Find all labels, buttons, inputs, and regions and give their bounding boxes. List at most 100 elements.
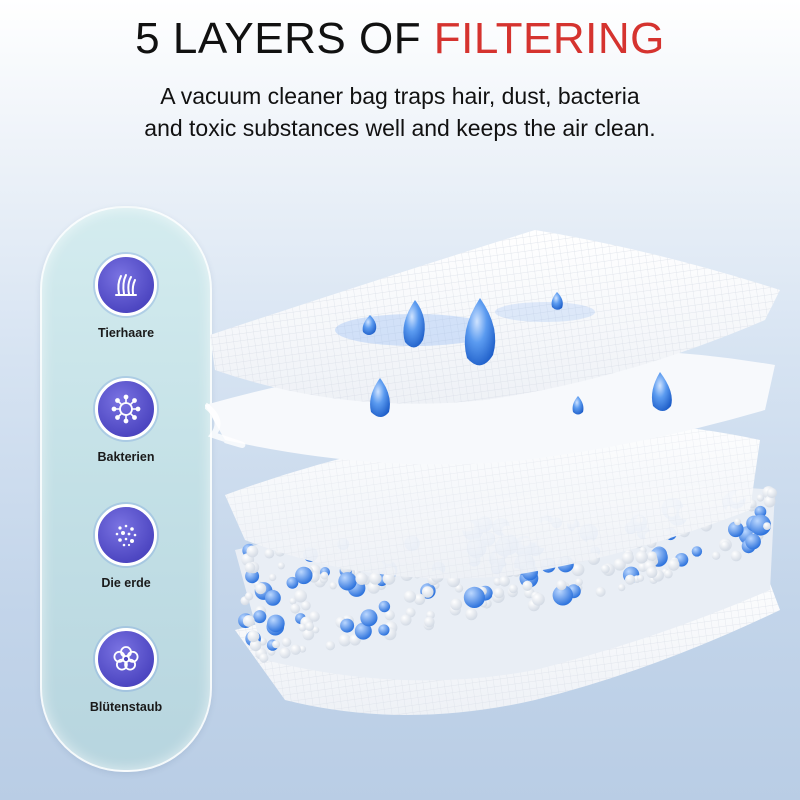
white-bead	[247, 630, 260, 643]
blue-bead	[360, 609, 378, 627]
blue-bead	[754, 505, 767, 518]
feature-dirt: Die erde	[42, 504, 210, 590]
blue-bead	[253, 610, 267, 624]
white-bead	[667, 559, 680, 571]
white-bead	[465, 608, 478, 621]
dirt-icon	[95, 504, 157, 566]
white-bead	[646, 551, 657, 562]
white-bead	[532, 593, 545, 606]
white-bead	[384, 610, 395, 621]
white-bead	[272, 640, 281, 649]
white-bead	[621, 551, 634, 564]
blue-bead	[340, 618, 355, 633]
blue-bead	[745, 533, 761, 550]
feature-label: Blütenstaub	[89, 700, 163, 714]
blue-bead	[463, 586, 485, 608]
white-bead	[302, 628, 315, 641]
white-bead	[309, 611, 320, 622]
white-bead	[259, 653, 269, 663]
white-bead	[355, 572, 368, 585]
white-bead	[312, 626, 320, 634]
white-bead	[646, 566, 658, 578]
blue-bead	[286, 576, 299, 589]
white-bead	[766, 487, 778, 499]
white-bead	[299, 645, 307, 653]
subtitle-line-2: and toxic substances well and keeps the …	[144, 115, 656, 141]
blue-bead	[691, 546, 703, 557]
white-bead	[734, 518, 742, 526]
white-bead	[571, 563, 585, 577]
white-bead	[730, 550, 742, 562]
white-bead	[320, 571, 329, 580]
feature-label: Bakterien	[97, 450, 155, 464]
white-bead	[281, 637, 292, 647]
feature-pollen: Blütenstaub	[42, 628, 210, 714]
white-bead	[756, 494, 765, 502]
white-bead	[367, 581, 380, 594]
white-bead	[720, 541, 730, 551]
hair-icon	[95, 254, 157, 316]
title-main: 5 LAYERS OF	[135, 14, 434, 63]
white-bead	[450, 598, 463, 611]
white-bead	[305, 621, 314, 631]
white-bead	[595, 586, 606, 597]
blue-bead	[378, 600, 391, 613]
blue-bead	[750, 514, 771, 536]
white-bead	[618, 584, 626, 592]
white-bead	[242, 615, 255, 627]
white-bead	[421, 586, 434, 598]
blue-bead	[267, 614, 285, 633]
white-bead	[575, 578, 583, 586]
features-panel: Tierhaare Bakterien	[40, 206, 212, 772]
feature-label: Die erde	[101, 576, 151, 590]
white-bead	[277, 562, 285, 570]
white-bead	[294, 589, 307, 603]
white-bead	[403, 590, 416, 603]
white-bead	[763, 495, 776, 508]
white-bead	[290, 603, 301, 614]
white-bead	[249, 639, 262, 652]
subtitle: A vacuum cleaner bag traps hair, dust, b…	[0, 80, 800, 144]
filter-layer-3	[225, 422, 760, 579]
filter-layers-illustration	[205, 230, 780, 715]
blue-bead	[378, 624, 390, 636]
white-bead	[325, 641, 335, 651]
white-bead	[279, 647, 291, 659]
page-title: 5 LAYERS OF FILTERING	[0, 14, 800, 64]
blue-bead	[354, 622, 372, 640]
bacteria-icon	[95, 378, 157, 440]
feature-hair: Tierhaare	[42, 254, 210, 340]
white-bead	[636, 574, 645, 582]
white-bead	[625, 574, 636, 585]
white-bead	[289, 597, 297, 605]
white-bead	[264, 548, 275, 559]
white-bead	[290, 644, 301, 655]
blue-bead	[265, 590, 281, 606]
blue-bead	[295, 566, 313, 585]
white-bead	[338, 634, 351, 647]
white-bead	[493, 587, 505, 599]
white-bead	[244, 562, 256, 573]
white-bead	[369, 572, 382, 585]
white-bead	[244, 592, 254, 601]
title-accent: FILTERING	[433, 14, 665, 63]
white-bead	[255, 583, 267, 595]
blue-bead	[728, 521, 744, 538]
subtitle-line-1: A vacuum cleaner bag traps hair, dust, b…	[160, 83, 640, 109]
white-bead	[246, 545, 259, 558]
feature-label: Tierhaare	[97, 326, 155, 340]
white-bead	[556, 579, 567, 591]
white-bead	[499, 575, 510, 587]
white-bead	[522, 580, 533, 591]
white-bead	[508, 584, 518, 594]
water-droplets	[362, 292, 672, 417]
white-bead	[663, 569, 673, 579]
white-bead	[613, 558, 626, 571]
white-bead	[329, 582, 337, 590]
blue-bead	[552, 585, 573, 606]
white-bead	[424, 616, 435, 628]
white-bead	[400, 614, 412, 626]
white-bead	[711, 551, 721, 560]
pollen-icon	[95, 628, 157, 690]
feature-bacteria: Bakterien	[42, 378, 210, 464]
